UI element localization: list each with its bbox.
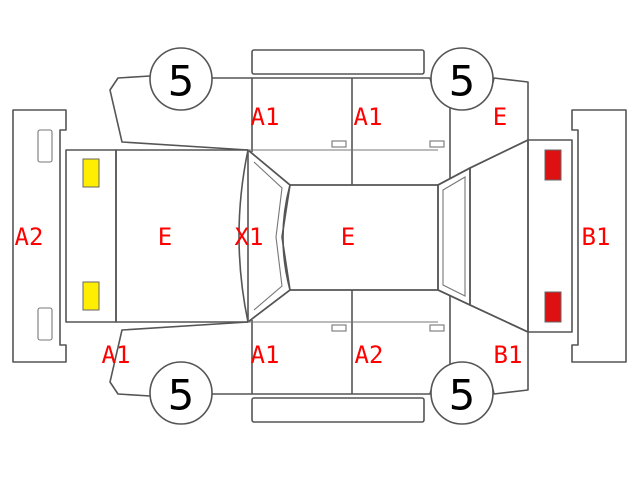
rear-panel [65,149,117,323]
red-damage-marker-bottom [544,291,562,323]
red-damage-marker-top [544,149,562,181]
label-right-fender: B1 [494,341,523,369]
label-rear-bumper: A2 [15,223,44,251]
wheel-top-right: 5 [430,47,494,111]
wheel-bottom-left: 5 [149,361,213,425]
wheel-top-left-grade: 5 [168,57,195,106]
wheel-bottom-right: 5 [430,361,494,425]
wheel-bottom-left-grade: 5 [168,371,195,420]
roof [282,184,439,291]
wheel-bottom-right-grade: 5 [449,371,476,420]
label-right-quarter: A1 [102,341,131,369]
wheel-top-left: 5 [149,47,213,111]
label-left-front-door: A1 [354,103,383,131]
label-right-rear-door: A1 [251,341,280,369]
yellow-damage-marker-top [82,158,100,188]
label-rear-glass: X1 [235,223,264,251]
hood [469,139,529,333]
right-side-molding [251,397,425,423]
left-side-molding [251,49,425,75]
label-roof: E [341,223,355,251]
yellow-damage-marker-bottom [82,281,100,311]
rear-bumper [12,109,67,363]
label-right-front-door: A2 [355,341,384,369]
front-panel [527,139,573,333]
label-front-bumper: B1 [582,223,611,251]
front-bumper [571,109,627,363]
label-left-fender: E [493,103,507,131]
trunk-lid [115,149,249,323]
label-left-rear-door: A1 [251,103,280,131]
label-trunk: E [158,223,172,251]
wheel-top-right-grade: 5 [449,57,476,106]
